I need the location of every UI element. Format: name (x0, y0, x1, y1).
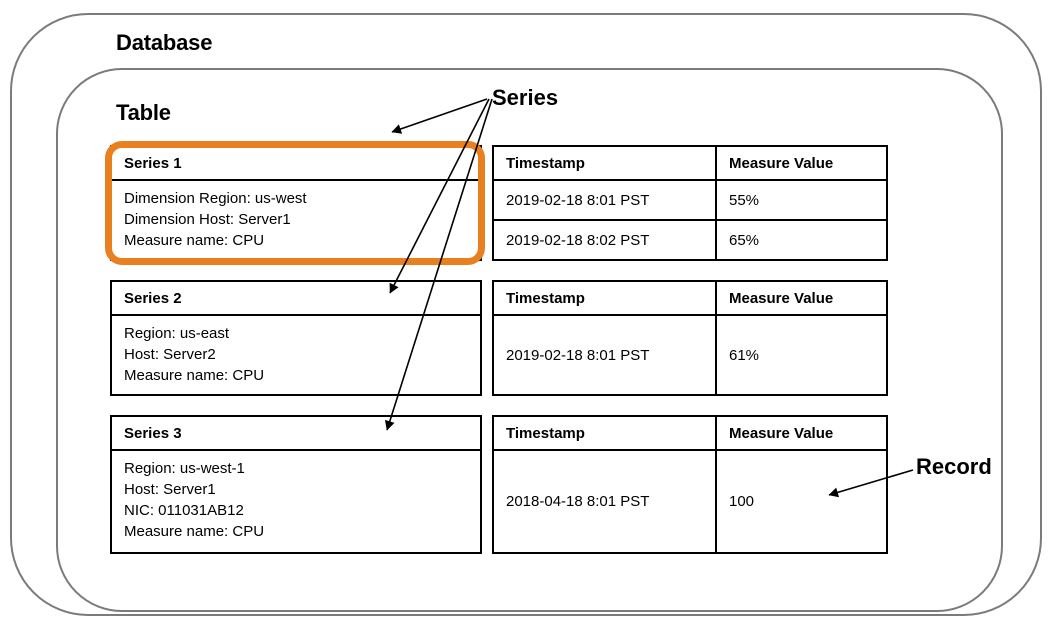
series-title-2: Series 2 (124, 289, 182, 307)
records-body-2: 2019-02-18 8:01 PST 61% (494, 316, 886, 394)
timestamp-header: Timestamp (494, 147, 717, 179)
measure-value-header: Measure Value (729, 154, 834, 172)
records-header-row-2: Timestamp Measure Value (494, 282, 886, 316)
record-timestamp: 2019-02-18 8:02 PST (494, 221, 717, 259)
series-callout-label: Series (492, 85, 559, 110)
table-row: 2019-02-18 8:01 PST 61% (494, 316, 886, 394)
record-timestamp: 2019-02-18 8:01 PST (494, 181, 717, 219)
series-attribute: NIC: 011031AB12 (124, 502, 244, 519)
series-attribute: Measure name: CPU (124, 232, 265, 249)
records-table-3: Timestamp Measure Value 2018-04-18 8:01 … (492, 415, 888, 554)
series-block-2: Series 2 Region: us-east Host: Server2 M… (110, 280, 888, 396)
series-definition-1: Series 1 Dimension Region: us-west Dimen… (110, 145, 482, 261)
record-callout-label: Record (916, 454, 992, 479)
series-attribute: Host: Server1 (124, 481, 216, 498)
series-attribute: Measure name: CPU (124, 523, 265, 540)
table-label: Table (116, 100, 171, 125)
records-header-row-3: Timestamp Measure Value (494, 417, 886, 451)
series-attributes-1: Dimension Region: us-west Dimension Host… (112, 181, 480, 259)
series-attribute: Region: us-east (124, 325, 230, 342)
series-block-3: Series 3 Region: us-west-1 Host: Server1… (110, 415, 888, 554)
series-attributes-3: Region: us-west-1 Host: Server1 NIC: 011… (112, 451, 480, 552)
series-definition-2: Series 2 Region: us-east Host: Server2 M… (110, 280, 482, 396)
records-table-2: Timestamp Measure Value 2019-02-18 8:01 … (492, 280, 888, 396)
series-title-3: Series 3 (124, 424, 182, 442)
measure-value-header: Measure Value (729, 424, 834, 442)
series-header-row-3: Series 3 (112, 417, 480, 451)
timestamp-header: Timestamp (494, 417, 717, 449)
table-container (56, 68, 1003, 612)
series-definition-3: Series 3 Region: us-west-1 Host: Server1… (110, 415, 482, 554)
timestamp-header: Timestamp (494, 282, 717, 314)
record-measure-value: 61% (729, 346, 760, 364)
series-block-1: Series 1 Dimension Region: us-west Dimen… (110, 145, 888, 261)
table-row: 2019-02-18 8:02 PST 65% (494, 219, 886, 259)
series-attribute: Dimension Region: us-west (124, 190, 307, 207)
series-attribute: Dimension Host: Server1 (124, 211, 291, 228)
series-header-row-2: Series 2 (112, 282, 480, 316)
records-body-1: 2019-02-18 8:01 PST 55% 2019-02-18 8:02 … (494, 181, 886, 259)
series-attribute: Host: Server2 (124, 346, 216, 363)
series-header-row-1: Series 1 (112, 147, 480, 181)
records-table-1: Timestamp Measure Value 2019-02-18 8:01 … (492, 145, 888, 261)
table-row: 2018-04-18 8:01 PST 100 (494, 451, 886, 552)
record-measure-value: 55% (729, 191, 760, 209)
database-container (10, 13, 1042, 616)
series-title-1: Series 1 (124, 154, 182, 172)
series-attribute: Region: us-west-1 (124, 460, 245, 477)
series-attribute: Measure name: CPU (124, 367, 265, 384)
database-label: Database (116, 30, 213, 55)
series-attributes-2: Region: us-east Host: Server2 Measure na… (112, 316, 480, 394)
measure-value-header: Measure Value (729, 289, 834, 307)
records-header-row-1: Timestamp Measure Value (494, 147, 886, 181)
record-timestamp: 2018-04-18 8:01 PST (494, 451, 717, 552)
record-timestamp: 2019-02-18 8:01 PST (494, 316, 717, 394)
table-row: 2019-02-18 8:01 PST 55% (494, 181, 886, 219)
record-measure-value: 65% (729, 231, 760, 249)
records-body-3: 2018-04-18 8:01 PST 100 (494, 451, 886, 552)
record-measure-value: 100 (729, 493, 755, 510)
